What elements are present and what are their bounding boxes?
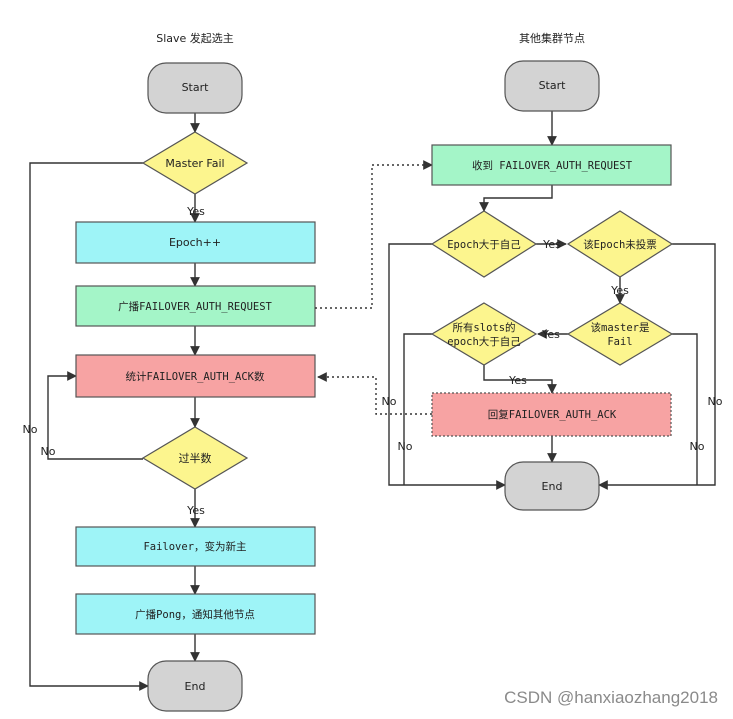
epoch-increment-label: Epoch++	[169, 236, 221, 249]
epoch-not-voted-label: 该Epoch未投票	[583, 238, 657, 251]
right-start-node	[504, 60, 600, 112]
cross-connectors	[315, 160, 433, 415]
receive-request-label: 收到 FAILOVER_AUTH_REQUEST	[472, 159, 633, 172]
majority-label: 过半数	[179, 451, 212, 465]
right-end-label: End	[542, 480, 563, 493]
epoch-increment-node	[75, 221, 316, 264]
edge-yes-epoch-gt: Yes	[542, 238, 561, 251]
edge-yes-master-fail: Yes	[186, 205, 205, 218]
broadcast-pong-label: 广播Pong，通知其他节点	[135, 608, 255, 621]
count-ack-label: 统计FAILOVER_AUTH_ACK数	[126, 370, 265, 383]
broadcast-request-node	[75, 285, 316, 327]
right-end-node	[504, 461, 600, 511]
edge-no-master-is-fail: No	[690, 440, 705, 453]
edge-no-slots: No	[398, 440, 413, 453]
edge-no-majority: No	[41, 445, 56, 458]
edge-yes-majority: Yes	[186, 504, 205, 517]
receive-request-node	[431, 144, 672, 186]
left-flow-title: Slave 发起选主	[156, 31, 234, 45]
master-is-fail-decision	[566, 302, 674, 366]
left-end-node	[147, 660, 243, 712]
edge-yes-master-is-fail: Yes	[541, 328, 560, 341]
slots-epoch-decision	[430, 302, 538, 366]
watermark-text: CSDN @hanxiaozhang2018	[504, 688, 718, 707]
edge-no-master-fail: No	[23, 423, 38, 436]
edge-no-not-voted: No	[708, 395, 723, 408]
master-fail-decision	[141, 131, 249, 195]
slots-epoch-label-2: epoch大于自己	[447, 335, 521, 348]
left-start-node	[147, 62, 243, 114]
broadcast-pong-node	[75, 593, 316, 635]
edge-yes-not-voted: Yes	[610, 284, 629, 297]
majority-decision	[141, 426, 249, 490]
reply-ack-node	[431, 392, 672, 437]
master-is-fail-label-1: 该master是	[591, 321, 650, 334]
right-start-label: Start	[539, 79, 567, 92]
right-connectors	[388, 111, 716, 490]
edge-yes-slots: Yes	[508, 374, 527, 387]
left-start-label: Start	[182, 81, 210, 94]
epoch-gt-label: Epoch大于自己	[447, 238, 521, 251]
master-is-fail-label-2: Fail	[607, 336, 632, 348]
failover-label: Failover，变为新主	[143, 540, 246, 553]
slots-epoch-label-1: 所有slots的	[452, 321, 515, 334]
count-ack-node	[75, 354, 316, 398]
left-connectors	[29, 113, 200, 691]
left-end-label: End	[185, 680, 206, 693]
epoch-gt-decision	[430, 210, 538, 278]
failover-node	[75, 526, 316, 567]
right-flow-title: 其他集群节点	[519, 31, 585, 45]
master-fail-label: Master Fail	[165, 157, 224, 170]
edge-no-epoch-gt: No	[382, 395, 397, 408]
broadcast-request-label: 广播FAILOVER_AUTH_REQUEST	[118, 300, 272, 313]
reply-ack-label: 回复FAILOVER_AUTH_ACK	[488, 408, 617, 421]
epoch-not-voted-decision	[566, 210, 674, 278]
